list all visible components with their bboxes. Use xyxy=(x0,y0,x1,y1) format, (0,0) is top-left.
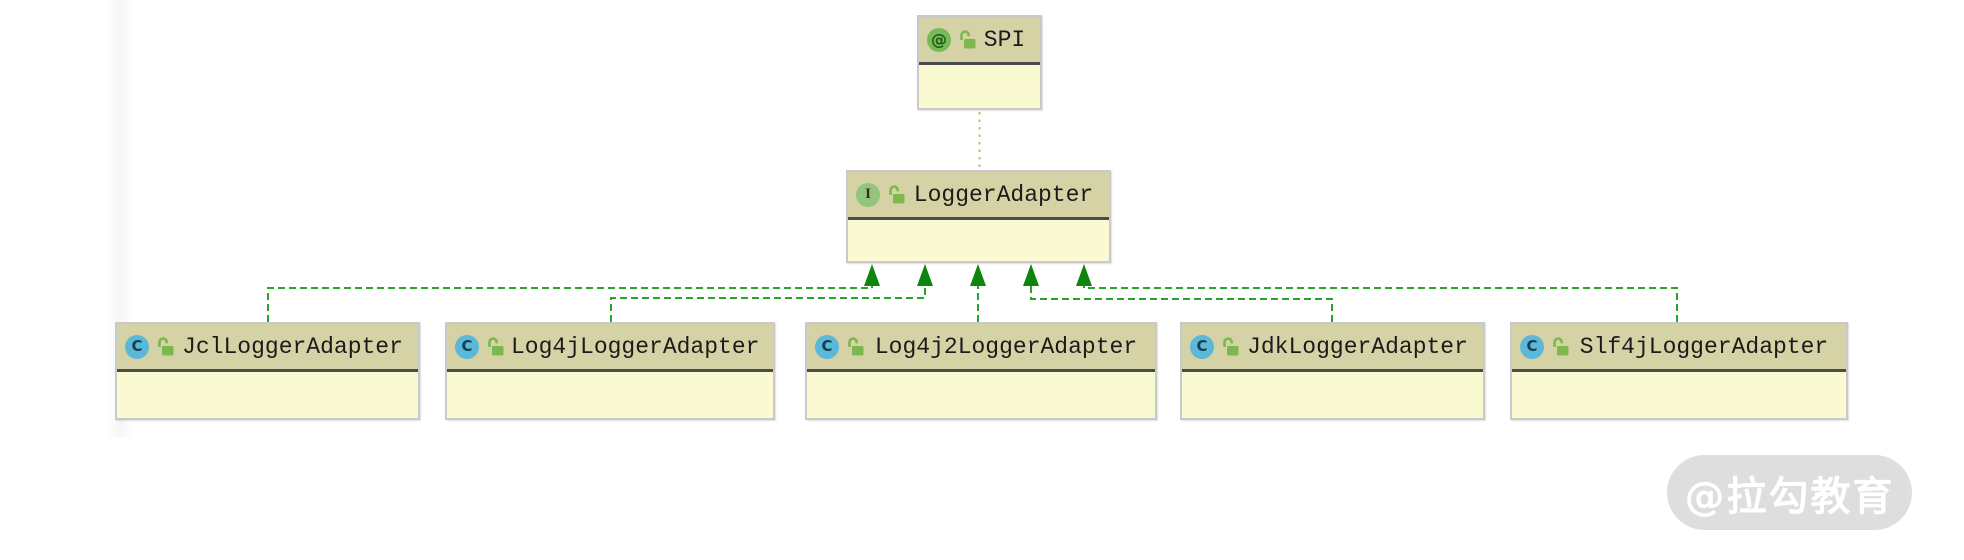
node-body xyxy=(848,220,1109,261)
node-name: Log4j2LoggerAdapter xyxy=(874,333,1138,360)
class-icon: C xyxy=(1190,334,1214,359)
node-body xyxy=(1182,372,1483,418)
uml-node-slf4jloggeradapter[interactable]: C Slf4jLoggerAdapter xyxy=(1510,322,1848,420)
public-lock-icon xyxy=(957,29,977,50)
realization-arrowhead xyxy=(864,264,880,286)
node-body xyxy=(1512,372,1846,418)
node-body xyxy=(447,372,773,418)
node-name: JclLoggerAdapter xyxy=(182,333,403,360)
watermark-badge: @拉勾教育 xyxy=(1667,455,1912,530)
node-name: JdkLoggerAdapter xyxy=(1247,333,1468,360)
annotation-icon: @ xyxy=(927,27,951,52)
node-header: C JclLoggerAdapter xyxy=(117,324,418,372)
node-body xyxy=(919,65,1040,108)
node-header: I LoggerAdapter xyxy=(848,172,1109,220)
public-lock-icon xyxy=(845,336,865,357)
uml-node-jdkloggeradapter[interactable]: C JdkLoggerAdapter xyxy=(1180,322,1485,420)
class-icon: C xyxy=(815,334,839,359)
public-lock-icon xyxy=(485,336,505,357)
public-lock-icon xyxy=(886,184,906,205)
uml-node-log4jloggeradapter[interactable]: C Log4jLoggerAdapter xyxy=(445,322,775,420)
edge-slf4j-to-loggeradapter xyxy=(1083,286,1678,322)
public-lock-icon xyxy=(155,336,175,357)
uml-node-spi[interactable]: @ SPI xyxy=(917,15,1042,110)
public-lock-icon xyxy=(1220,336,1240,357)
node-body xyxy=(807,372,1155,418)
uml-node-jclloggeradapter[interactable]: C JclLoggerAdapter xyxy=(115,322,420,420)
node-name: Log4jLoggerAdapter xyxy=(511,333,760,360)
node-name: Slf4jLoggerAdapter xyxy=(1579,333,1829,360)
node-name: SPI xyxy=(983,26,1026,53)
class-icon: C xyxy=(455,334,479,359)
realization-arrowhead xyxy=(917,264,933,286)
node-header: C Slf4jLoggerAdapter xyxy=(1512,324,1846,372)
edge-jdk-to-loggeradapter xyxy=(1030,286,1333,322)
public-lock-icon xyxy=(1550,336,1570,357)
node-header: C Log4j2LoggerAdapter xyxy=(807,324,1155,372)
realization-arrowhead xyxy=(1076,264,1092,286)
uml-node-log4j2loggeradapter[interactable]: C Log4j2LoggerAdapter xyxy=(805,322,1157,420)
realization-arrowhead xyxy=(1023,264,1039,286)
interface-icon: I xyxy=(856,182,880,207)
edge-jcl-to-loggeradapter xyxy=(267,286,873,322)
class-icon: C xyxy=(125,334,149,359)
uml-node-loggeradapter[interactable]: I LoggerAdapter xyxy=(846,170,1111,263)
node-body xyxy=(117,372,418,418)
edge-log4j-to-loggeradapter xyxy=(610,286,926,322)
node-header: @ SPI xyxy=(919,17,1040,65)
class-icon: C xyxy=(1520,334,1544,359)
node-header: C JdkLoggerAdapter xyxy=(1182,324,1483,372)
node-header: C Log4jLoggerAdapter xyxy=(447,324,773,372)
realization-arrowhead xyxy=(970,264,986,286)
node-name: LoggerAdapter xyxy=(913,181,1094,208)
